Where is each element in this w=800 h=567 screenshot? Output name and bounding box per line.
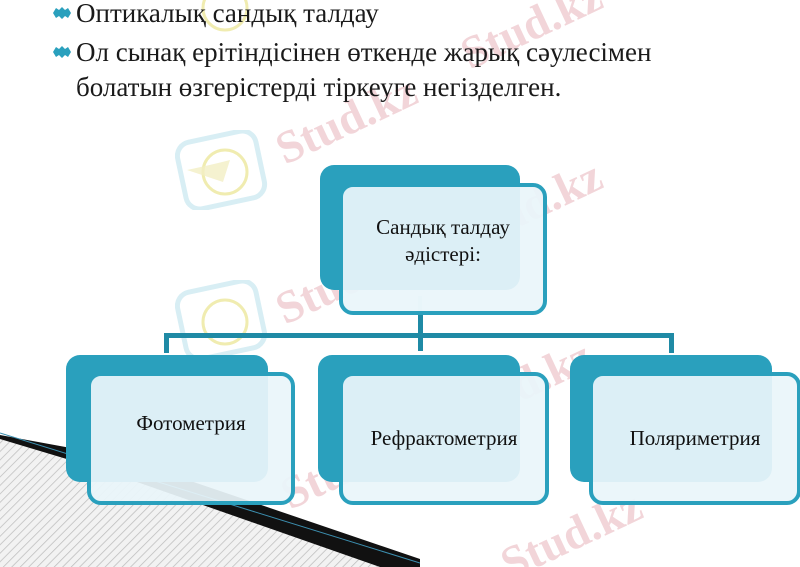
bullet-text: Оптикалық сандық талдау xyxy=(76,0,379,28)
child-node-label: Фотометрия xyxy=(136,411,246,435)
child-node-label: Поляриметрия xyxy=(629,426,761,450)
bullet-icon xyxy=(53,46,71,58)
bullet-item: Ол сынақ ерітіндісінен өткенде жарық сәу… xyxy=(52,35,651,105)
connector-drop-right xyxy=(669,333,674,353)
child-node-label: Рефрактометрия xyxy=(370,426,518,450)
bullet-text-line1: Ол сынақ ерітіндісінен өткенде жарық сәу… xyxy=(76,37,652,67)
root-node: Сандық талдау әдістері: xyxy=(339,183,547,315)
root-node-line2: әдістері: xyxy=(405,242,481,266)
hummingbird-logo-icon xyxy=(174,128,268,212)
child-node-refractometry: Рефрактометрия xyxy=(339,372,549,505)
bullet-text-line2: болатын өзгерістерді тіркеуге негізделге… xyxy=(76,72,562,102)
connector-vertical-root xyxy=(418,313,423,351)
connector-drop-left xyxy=(164,333,169,353)
watermark-logo xyxy=(174,278,270,365)
child-node-photometry: Фотометрия xyxy=(87,372,295,505)
bullet-item: Оптикалық сандық талдау xyxy=(52,0,379,31)
watermark-logo xyxy=(174,128,270,215)
root-node-line1: Сандық талдау xyxy=(376,215,510,239)
hummingbird-logo-icon xyxy=(174,278,268,362)
child-node-polarimetry: Поляриметрия xyxy=(589,372,800,505)
bullet-icon xyxy=(53,7,71,19)
connector-horizontal xyxy=(164,333,674,338)
